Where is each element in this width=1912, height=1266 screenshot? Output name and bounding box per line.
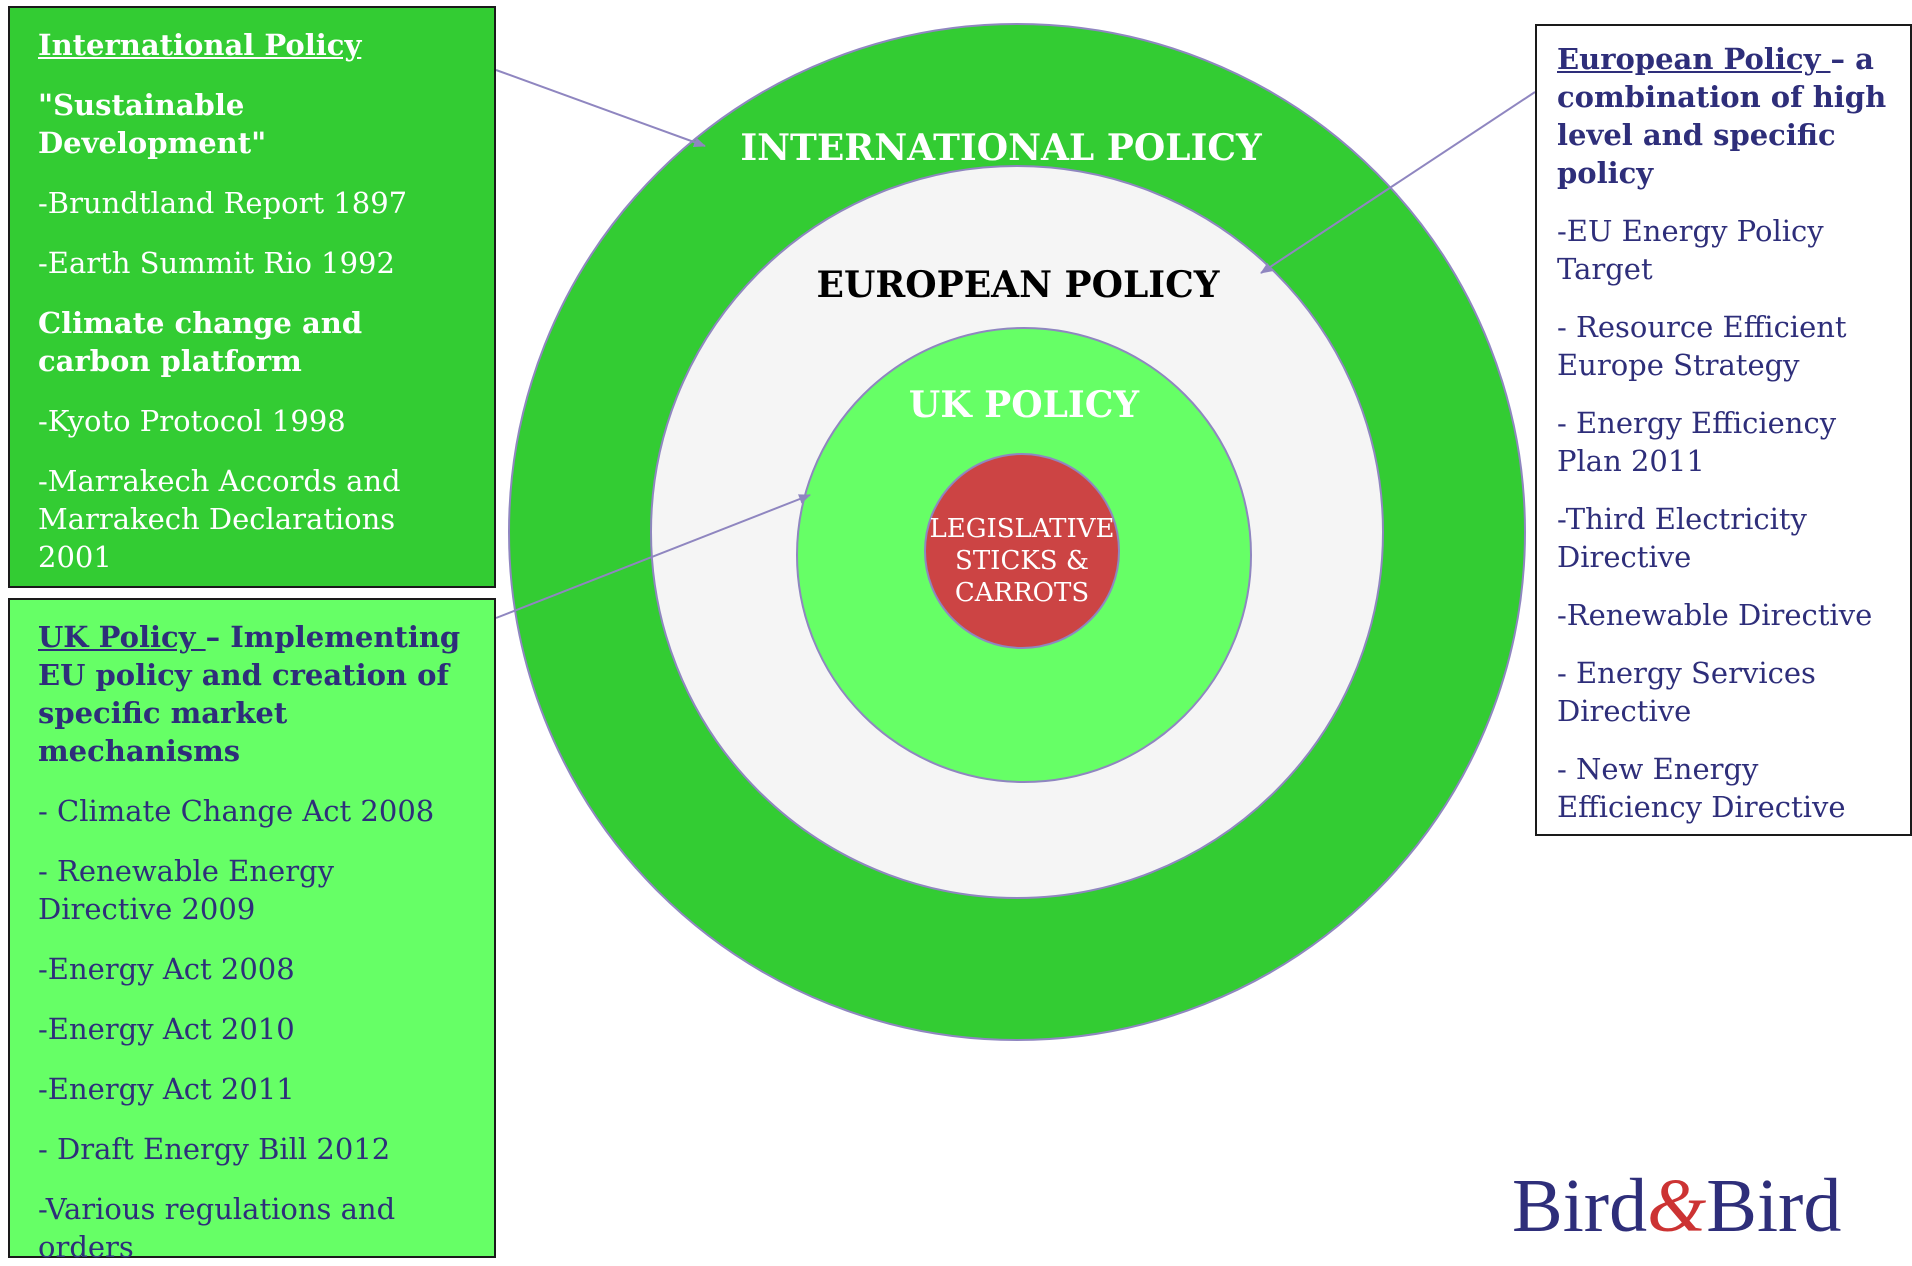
european-ring-label: EUROPEAN POLICY [817,264,1221,306]
arrow-uk [495,494,811,619]
european-policy-item: - New Energy Efficiency Directive [1557,752,1846,824]
european-policy-heading-title: European Policy [1557,42,1831,76]
international-item: -Brundtland Report 1897 [38,186,408,220]
center-label-line-2: STICKS & [955,546,1089,576]
uk-policy-box: UK Policy – Implementing EU policy and c… [8,598,496,1264]
logo-bird-left: Bird [1512,1164,1648,1248]
logo-ampersand: & [1647,1164,1707,1248]
uk-policy-item: -Energy Act 2008 [38,952,295,986]
logo-bird-right: Bird [1706,1164,1842,1248]
uk-policy-heading-rest: – Implementing EU policy and creation of… [38,620,461,768]
european-policy-item: -EU Energy Policy Target [1557,214,1824,286]
international-item: -Marrakech Accords and Marrakech Declara… [38,464,401,574]
european-policy-item: -Renewable Directive [1557,598,1873,632]
arrow-european [1260,91,1536,274]
bird-and-bird-logo: Bird&Bird [1512,1168,1841,1244]
uk-policy-item: - Draft Energy Bill 2012 [38,1132,391,1166]
uk-policy-item: -Energy Act 2010 [38,1012,295,1046]
international-ring-label: INTERNATIONAL POLICY [740,127,1263,169]
sustainable-development-heading: "Sustainable Development" [38,88,267,160]
european-policy-box: European Policy – a combination of high … [1535,24,1912,836]
uk-policy-heading-title: UK Policy [38,620,206,654]
international-policy-heading: International Policy [38,28,362,62]
uk-policy-item: -Energy Act 2011 [38,1072,295,1106]
european-policy-item: -Third Electricity Directive [1557,502,1807,574]
uk-ring-label: UK POLICY [909,384,1140,426]
european-policy-heading-rest: – a combination of high level and specif… [1557,42,1887,190]
climate-change-heading: Climate change and carbon platform [38,306,363,378]
uk-policy-item: - Renewable Energy Directive 2009 [38,854,335,926]
arrow-international [495,69,706,147]
center-label-line-3: CARROTS [955,578,1089,608]
center-circle [924,453,1120,649]
uk-policy-item: -Various regulations and orders [38,1192,396,1264]
european-policy-item: - Energy Services Directive [1557,656,1816,728]
uk-policy-heading: UK Policy – Implementing EU policy and c… [38,618,468,770]
international-policy-box: International Policy "Sustainable Develo… [8,6,496,588]
european-policy-item: - Energy Efficiency Plan 2011 [1557,406,1837,478]
european-policy-item: - Resource Efficient Europe Strategy [1557,310,1847,382]
center-label-line-1: LEGISLATIVE [929,514,1114,544]
uk-policy-item: - Climate Change Act 2008 [38,794,435,828]
european-policy-heading: European Policy – a combination of high … [1557,40,1890,192]
international-item: -Kyoto Protocol 1998 [38,404,346,438]
international-item: -Earth Summit Rio 1992 [38,246,395,280]
